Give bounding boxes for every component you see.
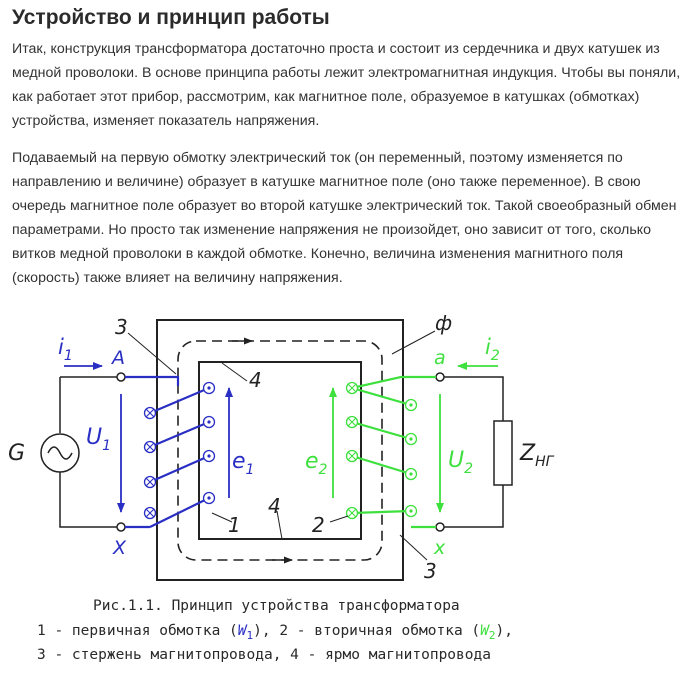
label-3-top: 3: [115, 315, 128, 339]
label-1: 1: [228, 513, 241, 537]
label-X: X: [112, 537, 127, 559]
label-x: x: [433, 537, 446, 559]
primary-turn-crosses: [146, 409, 154, 517]
label-a: a: [434, 347, 446, 369]
secondary-turn-marks: [345, 381, 418, 520]
transformer-diagram: i1 A X G U1 e1 e2 U2 i2 a x ZНГ ф 3 3 4 …: [8, 311, 555, 663]
terminal-A: [116, 372, 126, 382]
primary-winding: [125, 375, 210, 529]
transformer-figure: i1 A X G U1 e1 e2 U2 i2 a x ZНГ ф 3 3 4 …: [0, 308, 697, 685]
primary-turn-dots: [207, 386, 211, 500]
label-3-bottom: 3: [424, 559, 437, 583]
paragraph-2: Подаваемый на первую обмотку электрическ…: [12, 150, 677, 286]
caption-line-1: Рис.1.1. Принцип устройства трансформато…: [93, 598, 460, 614]
label-phi: ф: [435, 311, 452, 335]
generator-icon: [40, 433, 80, 473]
label-e1: e1: [232, 449, 254, 478]
label-4-bottom: 4: [268, 494, 281, 518]
label-G: G: [8, 441, 25, 466]
section-heading: Устройство и принцип работы: [12, 6, 330, 29]
label-Z: ZНГ: [519, 441, 555, 470]
label-U1: U1: [86, 425, 111, 454]
magnetic-core: [156, 319, 404, 581]
label-A: A: [110, 347, 125, 369]
secondary-circuit: [435, 372, 513, 532]
paragraph-1: Итак, конструкция трансформатора достато…: [12, 41, 681, 129]
terminal-a: [435, 372, 445, 382]
secondary-winding: [351, 375, 436, 529]
label-i1: i1: [58, 335, 73, 364]
label-4-top: 4: [249, 368, 262, 392]
terminal-X: [116, 522, 126, 532]
secondary-turn-crosses: [348, 384, 356, 517]
caption-line-2: 1 - первичная обмотка (W1), 2 - вторична…: [37, 623, 513, 642]
secondary-turn-dots: [409, 403, 413, 513]
label-2: 2: [312, 513, 325, 537]
caption-line-3: 3 - стержень магнитопровода, 4 - ярмо ма…: [37, 647, 491, 663]
label-i2: i2: [485, 335, 500, 364]
figure-caption: Рис.1.1. Принцип устройства трансформато…: [37, 598, 513, 663]
label-U2: U2: [448, 448, 473, 477]
load-resistor-icon: [493, 420, 513, 486]
primary-turn-marks: [143, 381, 216, 520]
label-e2: e2: [305, 449, 328, 478]
terminal-x: [435, 522, 445, 532]
leader-lines: [127, 330, 436, 561]
primary-circuit: [40, 372, 126, 532]
magnetic-flux-path: [177, 337, 383, 564]
